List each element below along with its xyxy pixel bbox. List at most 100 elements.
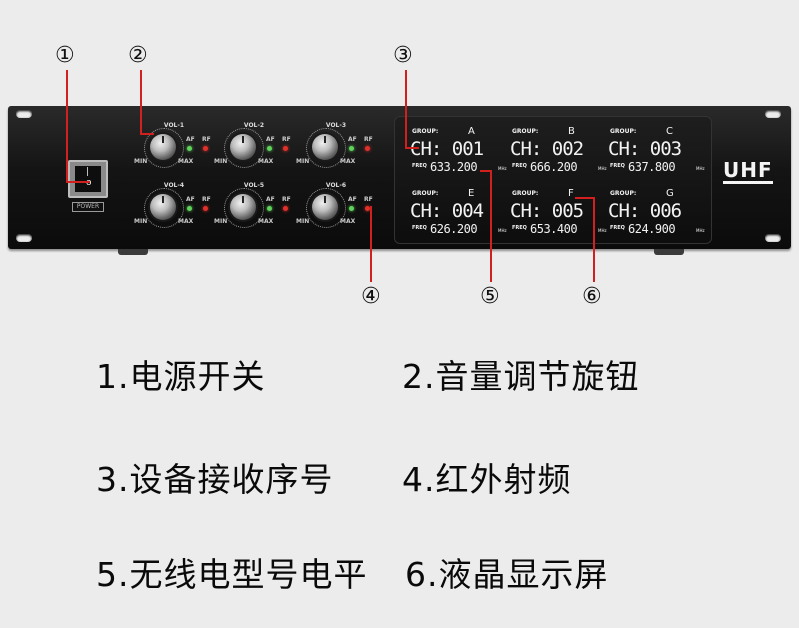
knob-title: VOL-4	[163, 182, 185, 189]
callout-line-6	[593, 197, 595, 282]
callout-line-3	[405, 70, 407, 148]
switch-off-mark: o	[86, 178, 92, 188]
rack-ear-hole	[765, 110, 781, 118]
rf-led	[283, 146, 288, 151]
knob-min-label: MIN	[134, 218, 148, 225]
rack-ear-hole	[16, 234, 32, 242]
af-led	[349, 206, 354, 211]
freq-label: FREQ	[412, 163, 427, 169]
volume-knob-group-6: VOL-6 MIN MAX AF RF	[296, 182, 373, 228]
volume-knob-2[interactable]	[230, 134, 256, 160]
volume-knob-3[interactable]	[312, 134, 338, 160]
knob-min-label: MIN	[296, 218, 310, 225]
rf-led	[203, 206, 208, 211]
frequency-value: 633.200	[430, 160, 478, 174]
channel-number: CH: 002	[510, 138, 584, 160]
knob-max-label: MAX	[340, 218, 356, 225]
af-led	[187, 206, 192, 211]
legend-item-2: 2.音量调节旋钮	[402, 357, 640, 396]
knob-min-label: MIN	[296, 158, 310, 165]
volume-knob-group-1: VOL-1 MIN MAX AF RF	[134, 122, 211, 168]
rf-label: RF	[364, 196, 373, 203]
knob-scale	[224, 188, 264, 228]
volume-knob-4[interactable]	[150, 194, 176, 220]
legend-item-3: 3.设备接收序号	[96, 460, 334, 499]
frequency-value: 666.200	[530, 160, 578, 174]
callout-line-2	[140, 70, 142, 134]
volume-knob-5[interactable]	[230, 194, 256, 220]
legend-item-6: 6.液晶显示屏	[405, 555, 609, 594]
group-label: GROUP:	[512, 128, 539, 135]
knob-scale	[306, 188, 346, 228]
channel-number: CH: 006	[608, 200, 682, 222]
callout-line-6	[575, 197, 595, 199]
af-label: AF	[266, 196, 275, 203]
rf-led	[283, 206, 288, 211]
channel-number: CH: 005	[510, 200, 584, 222]
group-label: GROUP:	[412, 190, 439, 197]
knob-max-label: MAX	[178, 218, 194, 225]
knob-min-label: MIN	[214, 218, 228, 225]
rf-label: RF	[202, 196, 211, 203]
freq-unit: MHz	[498, 228, 507, 233]
freq-label: FREQ	[610, 163, 625, 169]
knob-title: VOL-3	[325, 122, 347, 129]
power-rocker[interactable]: | o	[75, 166, 101, 192]
channel-number: CH: 004	[410, 200, 484, 222]
group-label: GROUP:	[412, 128, 439, 135]
callout-4: ④	[361, 284, 381, 309]
volume-knob-group-4: VOL-4 MIN MAX AF RF	[134, 182, 211, 228]
freq-unit: MHz	[598, 166, 607, 171]
rf-label: RF	[282, 136, 291, 143]
legend-item-4: 4.红外射频	[402, 460, 572, 499]
freq-label: FREQ	[610, 225, 625, 231]
frequency-value: 653.400	[530, 222, 578, 236]
rf-label: RF	[282, 196, 291, 203]
af-led	[267, 146, 272, 151]
callout-2: ②	[128, 43, 148, 68]
channel-cell-4: GROUP: E CH: 004 FREQ 626.200 MHz	[410, 188, 510, 246]
freq-label: FREQ	[512, 225, 527, 231]
rack-ear-hole	[16, 110, 32, 118]
knob-min-label: MIN	[134, 158, 148, 165]
rack-foot	[654, 249, 684, 255]
af-label: AF	[186, 196, 195, 203]
channel-number: CH: 001	[410, 138, 484, 160]
callout-line-1	[66, 70, 68, 182]
af-label: AF	[266, 136, 275, 143]
af-label: AF	[186, 136, 195, 143]
group-label: GROUP:	[610, 128, 637, 135]
group-letter: G	[666, 188, 674, 199]
frequency-value: 637.800	[628, 160, 676, 174]
switch-on-mark: |	[86, 167, 90, 177]
knob-max-label: MAX	[340, 158, 356, 165]
freq-unit: MHz	[598, 228, 607, 233]
channel-cell-3: GROUP: C CH: 003 FREQ 637.800 MHz	[608, 126, 708, 184]
knob-title: VOL-5	[243, 182, 265, 189]
volume-knob-1[interactable]	[150, 134, 176, 160]
callout-line-3	[405, 147, 419, 149]
volume-knob-group-5: VOL-5 MIN MAX AF RF	[214, 182, 291, 228]
knob-max-label: MAX	[258, 218, 274, 225]
rf-led	[203, 146, 208, 151]
power-switch[interactable]: | o	[68, 160, 108, 198]
freq-label: FREQ	[412, 225, 427, 231]
group-letter: B	[568, 126, 575, 137]
freq-unit: MHz	[696, 166, 705, 171]
knob-min-label: MIN	[214, 158, 228, 165]
volume-knob-group-2: VOL-2 MIN MAX AF RF	[214, 122, 291, 168]
knob-title: VOL-6	[325, 182, 347, 189]
knob-scale	[306, 128, 346, 168]
callout-5: ⑤	[480, 284, 500, 309]
rf-led	[365, 146, 370, 151]
knob-title: VOL-2	[243, 122, 265, 129]
frequency-value: 624.900	[628, 222, 676, 236]
knob-max-label: MAX	[178, 158, 194, 165]
af-label: AF	[348, 196, 357, 203]
callout-line-1	[66, 181, 90, 183]
volume-knob-6[interactable]	[312, 194, 338, 220]
knob-title: VOL-1	[163, 122, 185, 129]
rf-led	[365, 206, 370, 211]
channel-cell-6: GROUP: G CH: 006 FREQ 624.900 MHz	[608, 188, 708, 246]
callout-line-4	[370, 206, 372, 282]
